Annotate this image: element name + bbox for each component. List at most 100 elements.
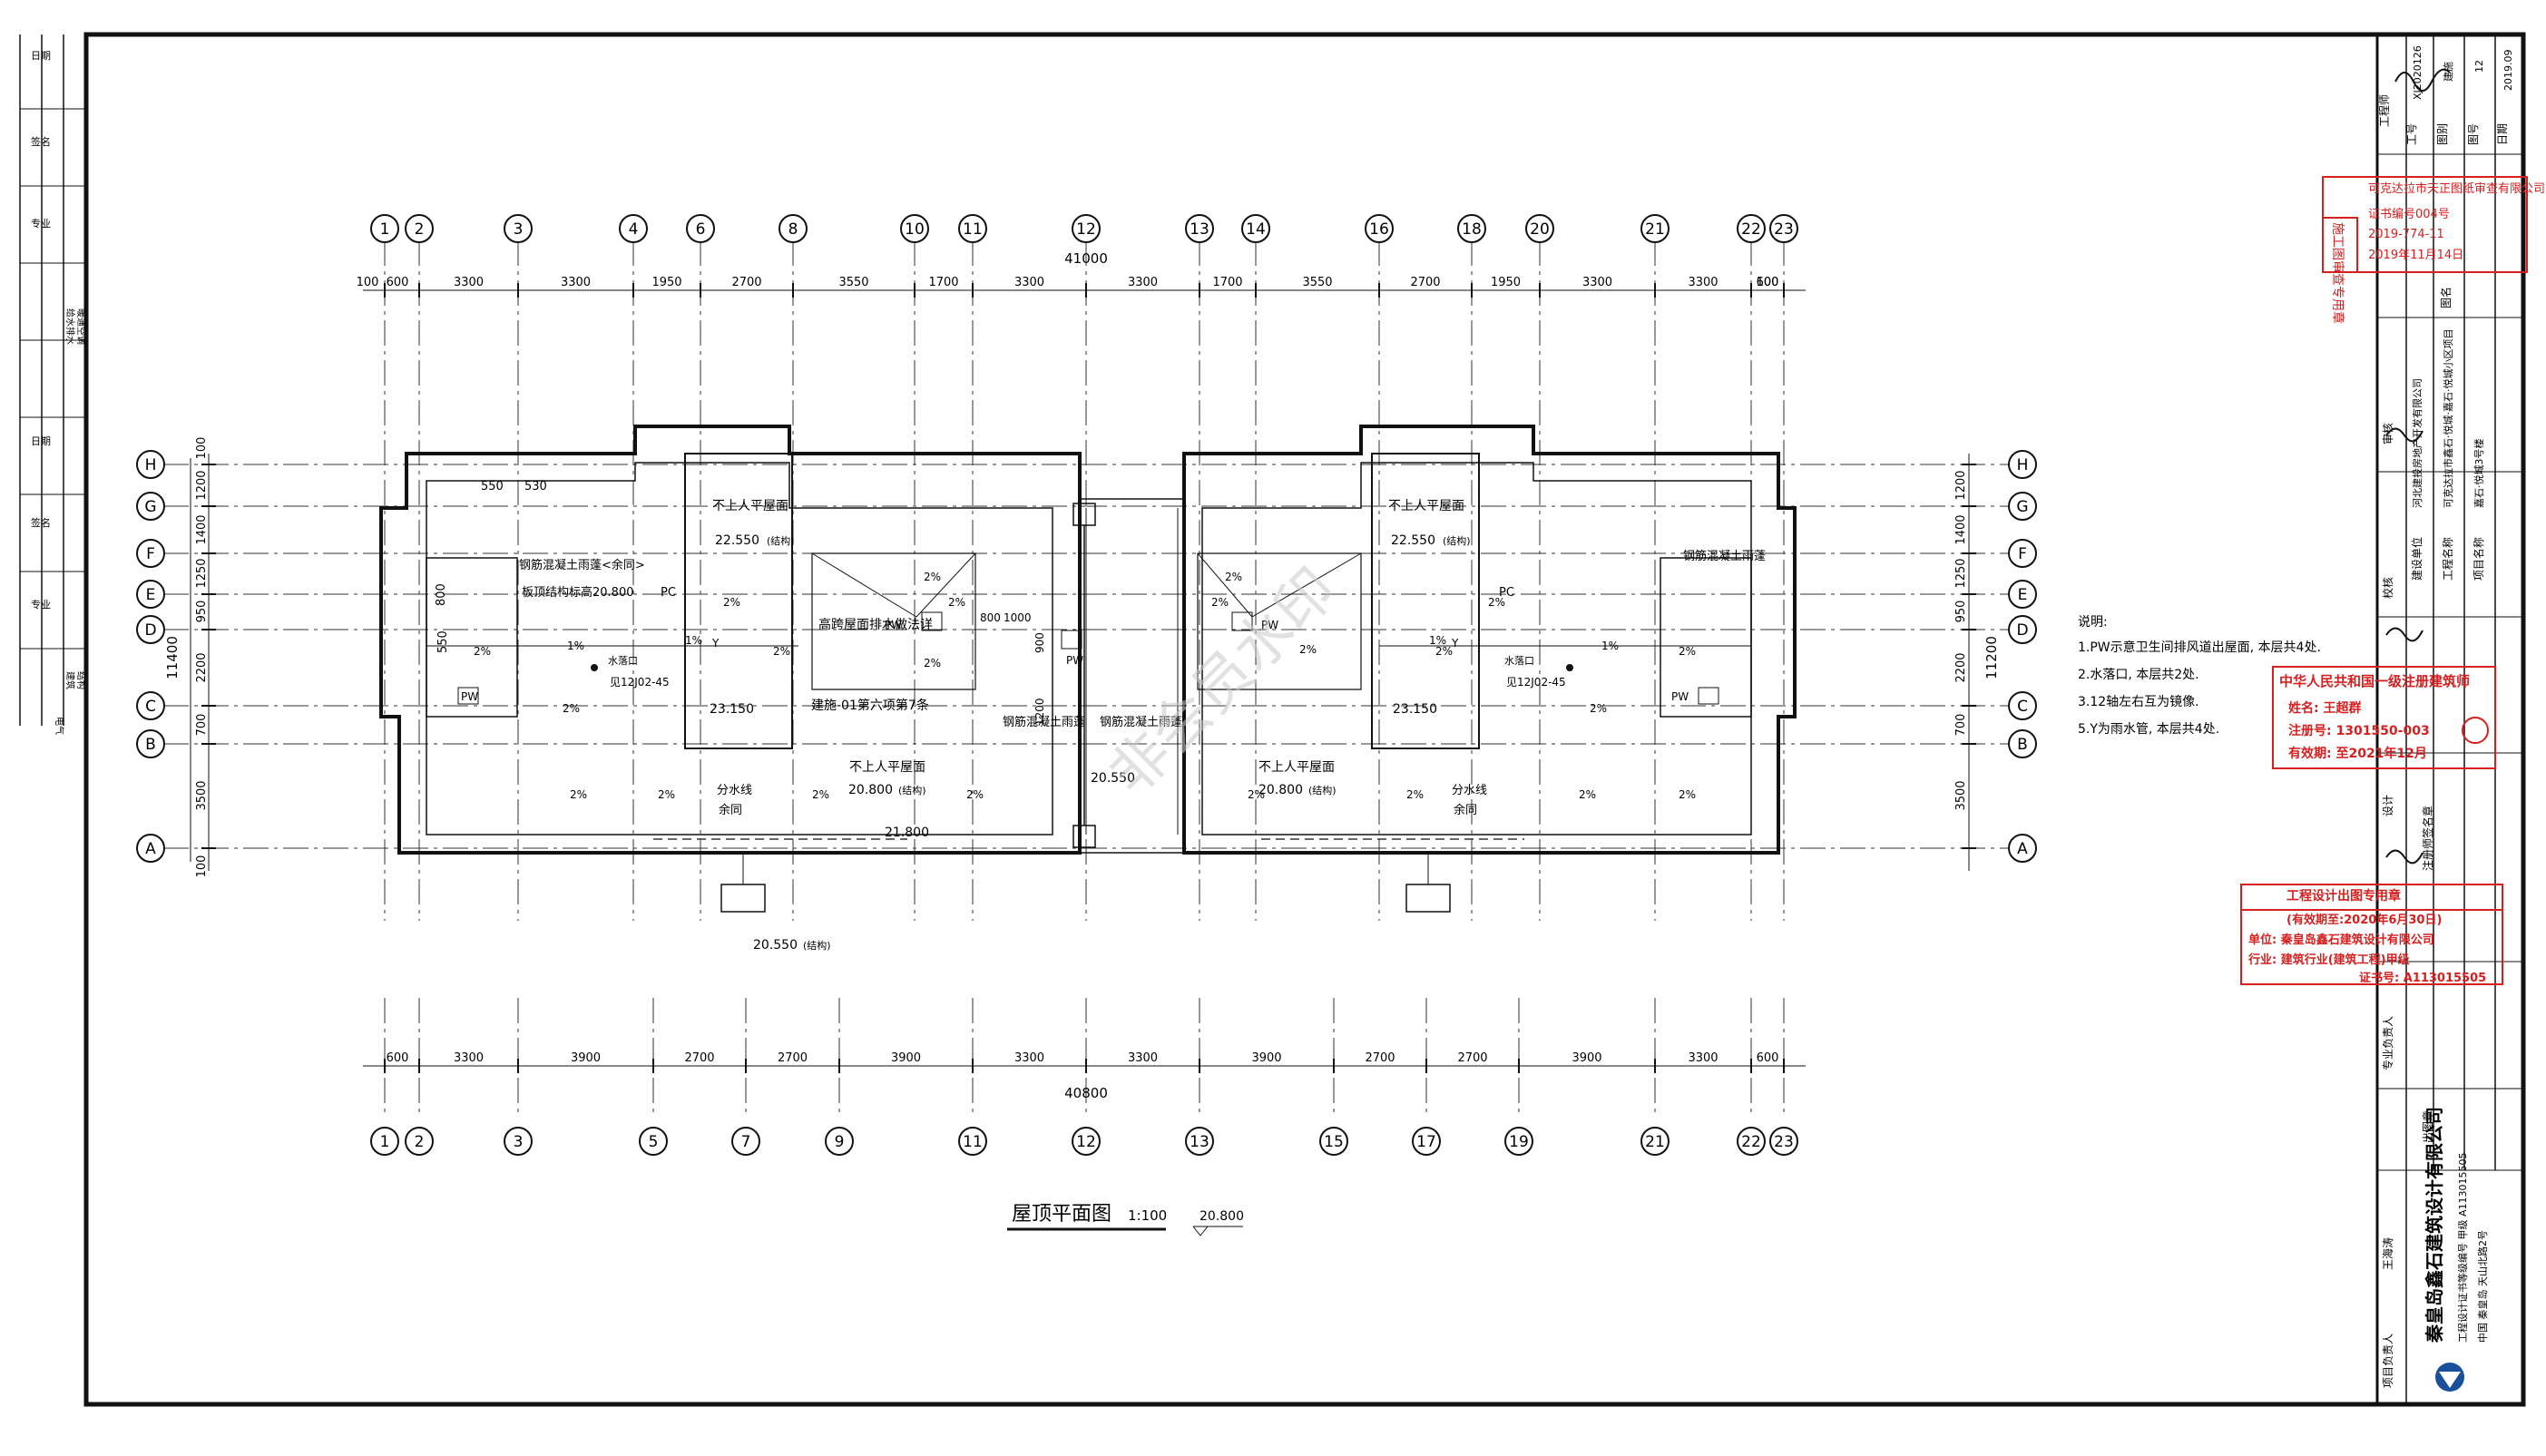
axis-top-label-12: 12	[1076, 220, 1096, 239]
axis-right-label-B: B	[2017, 736, 2028, 754]
strip-discipline-elec: 电气	[54, 717, 65, 735]
axis-top-label-22: 22	[1741, 220, 1761, 239]
dim-top-11: 3550	[1302, 276, 1332, 289]
tb-client: 河北建投房地产开发有限公司	[2411, 378, 2424, 508]
axis-top-3	[504, 214, 533, 243]
dim-right-total: 11200	[1983, 636, 2000, 679]
axis-right-label-G: G	[2016, 498, 2028, 516]
axis-top-label-18: 18	[1462, 220, 1482, 239]
axis-top-label-2: 2	[415, 220, 425, 239]
axis-bottom-label-12: 12	[1076, 1133, 1096, 1151]
dim-bottom-7: 3300	[1128, 1051, 1158, 1065]
axis-right-label-H: H	[2017, 456, 2029, 474]
slope-7: 2%	[570, 788, 587, 801]
dim-top-9: 3300	[1128, 276, 1158, 289]
axis-bottom-label-9: 9	[835, 1133, 845, 1151]
axis-bottom-label-17: 17	[1416, 1133, 1436, 1151]
axis-bottom-9	[825, 1127, 854, 1156]
tb-date-label: 日期	[2496, 123, 2509, 145]
dim-800: 800	[435, 583, 448, 606]
axis-top-label-1: 1	[380, 220, 390, 239]
slope-0: 2%	[474, 645, 491, 658]
tb-drawing-label: 图别	[2436, 123, 2449, 145]
label-drain-ref-right: 见12J02-45	[1506, 676, 1566, 689]
label-roof-right-top: 不上人平屋面	[1388, 499, 1464, 513]
left-unit-parapet	[426, 462, 1053, 835]
axis-bottom-23	[1769, 1127, 1798, 1156]
dim-top-14: 3300	[1582, 276, 1612, 289]
label-pw-right: PW	[1261, 619, 1278, 631]
dim-bottom-3: 2700	[684, 1051, 714, 1065]
dim-top-16: 600	[1757, 276, 1779, 289]
slope-8: 2%	[658, 788, 675, 801]
axis-top-label-16: 16	[1369, 220, 1389, 239]
axis-top-11	[958, 214, 987, 243]
label-pc-left: PC	[661, 586, 676, 600]
axis-left-label-G: G	[144, 498, 156, 516]
axis-top-label-4: 4	[629, 220, 639, 239]
axis-bottom-label-15: 15	[1324, 1133, 1344, 1151]
right-canopy	[1660, 557, 1752, 718]
dim-top-12: 2700	[1410, 276, 1440, 289]
axis-top-label-21: 21	[1645, 220, 1665, 239]
axis-left-label-E: E	[146, 586, 156, 604]
plan-annotations: 不上人平屋面 22.550 (结构) 不上人平屋面 22.550 (结构) 钢筋…	[435, 480, 1766, 953]
slope-6: 2%	[773, 645, 790, 658]
slope-1: 2%	[563, 702, 580, 715]
tb-person: 王海涛	[2381, 1237, 2394, 1270]
axis-bottom-label-5: 5	[649, 1133, 659, 1151]
tb-company-cert: 工程设计证书等级编号 甲级 A113015505	[2456, 1152, 2469, 1343]
pw-duct-left	[457, 687, 479, 705]
strip-discipline-struct: 结构	[75, 671, 87, 689]
axis-right-label-C: C	[2017, 698, 2028, 716]
signature-review	[2385, 427, 2424, 443]
tb-sheet-label: 图号	[2467, 123, 2480, 145]
dim-bottom-0: 600	[387, 1051, 409, 1065]
axis-left-D	[136, 615, 165, 644]
axis-left-C	[136, 691, 165, 720]
tb-item-label: 项目名称	[2472, 537, 2485, 581]
label-canopy-same: 钢筋混凝土雨蓬<余同>	[519, 558, 645, 572]
axis-bottom-label-3: 3	[514, 1133, 524, 1151]
strip-label-major-1: 专业	[31, 217, 51, 230]
label-struct-4: (结构)	[1308, 784, 1337, 796]
label-roof-right-bottom: 不上人平屋面	[1258, 760, 1335, 775]
axis-right-F	[2008, 539, 2037, 568]
dimensions	[190, 289, 1970, 1067]
dim-bottom-2: 3900	[571, 1051, 601, 1065]
tb-item: 嘉石·悦城3号楼	[2473, 439, 2485, 509]
label-divide-left: 分水线	[717, 784, 752, 797]
strip-discipline-water: 给水排水	[64, 308, 76, 345]
review-date: 2019年11月14日	[2368, 249, 2463, 262]
notes: 说明: 1.PW示意卫生间排风道出屋面, 本层共4处. 2.水落口, 本层共2处…	[2078, 615, 2321, 737]
arch-emblem-icon	[2462, 717, 2489, 744]
axis-right-A	[2008, 834, 2037, 863]
label-high-low-ref: 建施-01第六项第7条	[811, 698, 929, 713]
axis-left-H	[136, 450, 165, 479]
left-stair-roof	[684, 453, 793, 749]
axis-left-label-D: D	[144, 621, 156, 640]
dim-top-4: 1950	[651, 276, 681, 289]
slope-labels: 2%2%2%2%2%2%2%2%2%2%2%2%2%2%2%2%2%2%2%2%…	[474, 571, 1696, 801]
dim-left-1: 1200	[195, 470, 209, 500]
label-struct-1: (结构)	[767, 534, 795, 547]
dim-bottom-10: 2700	[1457, 1051, 1487, 1065]
axis-top-20	[1525, 214, 1554, 243]
axis-left-label-H: H	[145, 456, 157, 474]
note-3: 3.12轴左右互为镜像.	[2078, 695, 2199, 709]
slope-12: 2%	[1225, 571, 1242, 583]
axis-bottom-21	[1640, 1127, 1670, 1156]
dim-top-total: 41000	[1064, 250, 1108, 267]
dim-530: 530	[524, 480, 547, 493]
axis-bottom-label-23: 23	[1774, 1133, 1794, 1151]
dim-right-6: 3500	[1954, 780, 1968, 810]
axis-left-F	[136, 539, 165, 568]
label-drain-right: 水落口	[1504, 655, 1534, 667]
review-cert: 证书编号004号	[2368, 208, 2450, 221]
axis-bottom-1	[370, 1127, 399, 1156]
axis-top-10	[900, 214, 929, 243]
pw-duct-left-2	[921, 611, 943, 631]
